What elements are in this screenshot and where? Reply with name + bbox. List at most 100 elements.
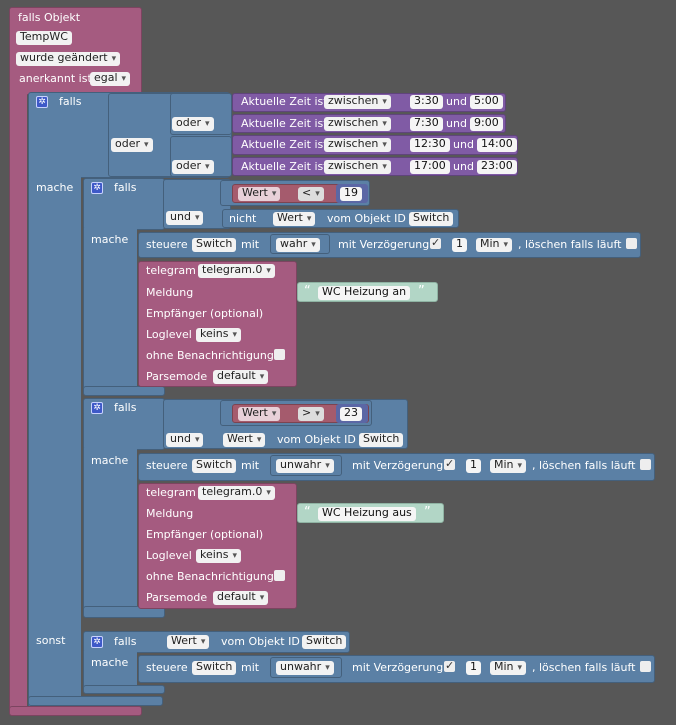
if-block-on-footer xyxy=(83,386,165,396)
operator-dropdown[interactable]: < xyxy=(298,187,324,201)
time-from-field[interactable]: 7:30 xyxy=(410,117,443,131)
switch-object-field[interactable]: Switch xyxy=(192,238,237,252)
gear-icon[interactable]: ✲ xyxy=(36,96,48,108)
parsemode-dropdown[interactable]: default xyxy=(213,591,269,605)
recipient-label: Empfänger (optional) xyxy=(146,307,264,320)
trigger-dropdown[interactable]: wurde geändert xyxy=(16,52,121,66)
time-label: Aktuelle Zeit ist xyxy=(241,95,328,108)
time-label: Aktuelle Zeit ist xyxy=(241,160,328,173)
time-to-field[interactable]: 14:00 xyxy=(477,138,517,152)
telegram-label: telegram xyxy=(146,486,196,499)
switch-object-field[interactable]: Switch xyxy=(359,433,404,447)
silent-label: ohne Benachrichtigung xyxy=(146,349,274,362)
message-field[interactable]: WC Heizung an xyxy=(318,286,411,300)
value-dropdown[interactable]: Wert xyxy=(223,433,266,447)
telegram-instance-dropdown[interactable]: telegram.0 xyxy=(198,486,275,500)
and-label: und xyxy=(453,160,474,173)
object-id-label: vom Objekt ID xyxy=(277,433,356,446)
if-block-on-spine xyxy=(83,228,137,388)
gear-icon[interactable]: ✲ xyxy=(91,182,103,194)
switch-object-field[interactable]: Switch xyxy=(409,212,454,226)
mache-label: mache xyxy=(91,656,129,669)
time-to-field[interactable]: 5:00 xyxy=(470,95,503,109)
or-operator-inner-2[interactable]: oder xyxy=(172,160,214,174)
and-operator[interactable]: und xyxy=(166,433,204,447)
ack-label: anerkannt ist xyxy=(19,72,92,85)
threshold-field[interactable]: 19 xyxy=(340,187,362,201)
or-operator-outer[interactable]: oder xyxy=(111,138,153,152)
switch-object-field[interactable]: Switch xyxy=(192,459,237,473)
control-label: steuere xyxy=(146,238,188,251)
parsemode-dropdown[interactable]: default xyxy=(213,370,269,384)
time-mode-dropdown[interactable]: zwischen xyxy=(324,95,391,109)
clear-checkbox[interactable] xyxy=(626,238,637,249)
delay-value-field[interactable]: 1 xyxy=(466,661,481,675)
loglevel-dropdown[interactable]: keins xyxy=(196,549,242,563)
bool-value-dropdown[interactable]: wahr xyxy=(276,238,320,252)
delay-value-field[interactable]: 1 xyxy=(466,459,481,473)
quote-close-icon: ” xyxy=(424,505,431,520)
parsemode-label: Parsemode xyxy=(146,591,208,604)
clear-checkbox[interactable] xyxy=(640,459,651,470)
value-dropdown[interactable]: Wert xyxy=(273,212,316,226)
message-field[interactable]: WC Heizung aus xyxy=(318,507,416,521)
telegram-instance-dropdown[interactable]: telegram.0 xyxy=(198,264,275,278)
time-from-field[interactable]: 12:30 xyxy=(410,138,450,152)
control-block-else[interactable] xyxy=(138,655,655,683)
value-dropdown[interactable]: Wert xyxy=(238,407,281,421)
delay-unit-dropdown[interactable]: Min xyxy=(476,238,513,252)
time-mode-dropdown[interactable]: zwischen xyxy=(324,117,391,131)
if-block-else[interactable] xyxy=(83,631,350,653)
switch-object-field[interactable]: Switch xyxy=(302,635,347,649)
time-to-field[interactable]: 23:00 xyxy=(477,160,517,174)
or-operator-inner-1[interactable]: oder xyxy=(172,117,214,131)
clear-label: , löschen falls läuft xyxy=(532,661,636,674)
delay-unit-dropdown[interactable]: Min xyxy=(490,459,527,473)
time-mode-dropdown[interactable]: zwischen xyxy=(324,160,391,174)
bool-value-dropdown[interactable]: unwahr xyxy=(276,661,334,675)
silent-label: ohne Benachrichtigung xyxy=(146,570,274,583)
silent-checkbox[interactable] xyxy=(274,570,285,581)
delay-value-field[interactable]: 1 xyxy=(452,238,467,252)
with-label: mit xyxy=(241,459,260,472)
value-dropdown[interactable]: Wert xyxy=(238,187,281,201)
quote-close-icon: ” xyxy=(418,284,425,299)
clear-checkbox[interactable] xyxy=(640,661,651,672)
control-label: steuere xyxy=(146,661,188,674)
and-label: und xyxy=(453,138,474,151)
if-block-off-footer xyxy=(83,606,165,618)
switch-object-field[interactable]: Switch xyxy=(192,661,237,675)
operator-dropdown[interactable]: > xyxy=(298,407,324,421)
time-mode-dropdown[interactable]: zwischen xyxy=(324,138,391,152)
if-block-main-footer xyxy=(28,696,163,706)
telegram-label: telegram xyxy=(146,264,196,277)
bool-value-dropdown[interactable]: unwahr xyxy=(276,459,334,473)
time-to-field[interactable]: 9:00 xyxy=(470,117,503,131)
clear-label: , löschen falls läuft xyxy=(532,459,636,472)
loglevel-dropdown[interactable]: keins xyxy=(196,328,242,342)
silent-checkbox[interactable] xyxy=(274,349,285,360)
gear-icon[interactable]: ✲ xyxy=(91,636,103,648)
parsemode-label: Parsemode xyxy=(146,370,208,383)
telegram-block-on[interactable] xyxy=(138,261,297,387)
delay-checkbox[interactable] xyxy=(444,457,455,470)
if-block-main-spine xyxy=(28,176,81,706)
loglevel-label: Loglevel xyxy=(146,549,192,562)
value-dropdown[interactable]: Wert xyxy=(167,635,210,649)
and-operator[interactable]: und xyxy=(166,211,204,225)
delay-unit-dropdown[interactable]: Min xyxy=(490,661,527,675)
time-from-field[interactable]: 17:00 xyxy=(410,160,450,174)
quote-open-icon: “ xyxy=(304,284,311,299)
delay-checkbox[interactable] xyxy=(430,236,441,249)
gear-icon[interactable]: ✲ xyxy=(91,402,103,414)
mache-label: mache xyxy=(91,454,129,467)
threshold-field[interactable]: 23 xyxy=(340,407,362,421)
object-id-field[interactable]: TempWC xyxy=(16,31,72,45)
ack-dropdown[interactable]: egal xyxy=(90,72,131,86)
telegram-block-off[interactable] xyxy=(138,483,297,609)
event-block-spine xyxy=(9,92,27,710)
mache-label: mache xyxy=(91,233,129,246)
time-from-field[interactable]: 3:30 xyxy=(410,95,443,109)
if-label: falls xyxy=(114,181,137,194)
delay-checkbox[interactable] xyxy=(444,659,455,672)
